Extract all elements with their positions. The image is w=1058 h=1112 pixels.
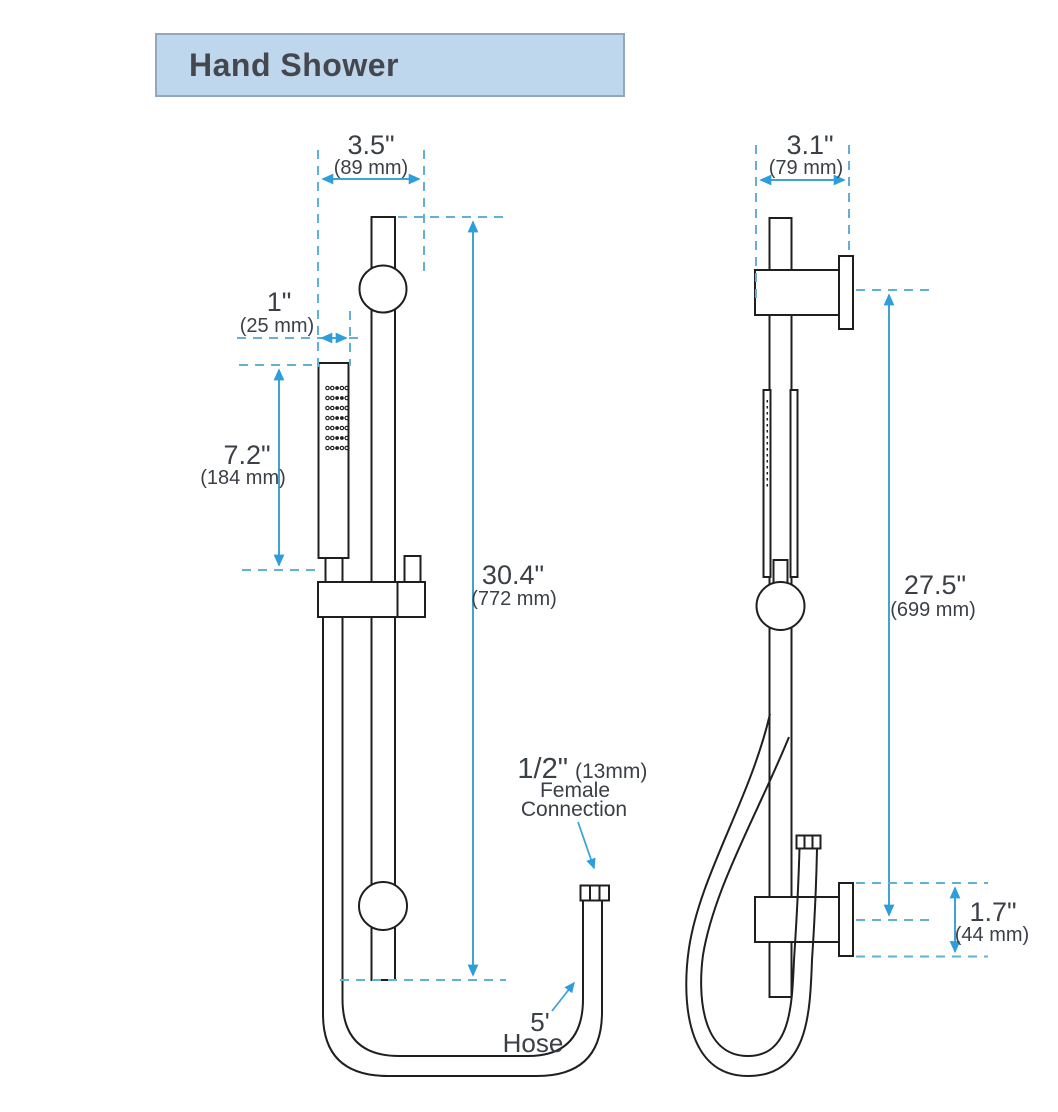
hose-leader-arrow: [551, 981, 575, 1012]
wand-neck: [324, 557, 344, 583]
top-wall-bracket: [754, 269, 840, 316]
dim-label-mm: (699 mm): [890, 599, 976, 621]
connection-mm-label: (13mm): [575, 760, 647, 783]
wand-side-back-strip: [789, 389, 799, 578]
dim-label: 1": [267, 287, 292, 317]
slide-bar-top-mount: [358, 264, 408, 314]
dim-label: 3.5": [347, 130, 394, 160]
connection-label-line2: Female: [540, 779, 610, 802]
dim-label: 7.2": [223, 440, 270, 470]
hose-hex-connector-front: [579, 884, 610, 902]
connection-leader-arrow: [577, 821, 596, 870]
front-view-drawing: [317, 216, 610, 1077]
front-view-dimensions: 3.5" (89 mm) 1" (25 mm) 7.2" (184 mm) 30…: [200, 130, 647, 1058]
hand-shower-wand: [317, 362, 350, 559]
bottom-wall-flange: [838, 882, 854, 957]
title-box: Hand Shower: [155, 33, 625, 97]
side-view-drawing: [685, 217, 854, 1078]
slider-knob-side: [755, 581, 806, 631]
top-wall-flange: [838, 255, 854, 330]
dim-label-mm: (772 mm): [471, 588, 557, 610]
dim-label: 3.1": [786, 130, 833, 160]
spray-face-dots: [325, 385, 350, 451]
connection-size-label: 1/2": [517, 753, 568, 785]
wand-side-front-strip: [762, 389, 772, 578]
slide-bar-bottom-mount: [358, 881, 408, 931]
dim-label: 27.5": [904, 570, 966, 600]
dim-label-mm: (89 mm): [334, 157, 408, 179]
hose-label: Hose: [503, 1028, 564, 1058]
shower-hose-side: [685, 713, 818, 1078]
hose-hex-connector-side: [795, 834, 822, 850]
dim-label-mm: (184 mm): [200, 467, 286, 489]
slider-knob: [403, 555, 422, 583]
wand-neck-side: [772, 559, 789, 584]
slider-bracket: [317, 581, 426, 618]
page-title: Hand Shower: [189, 46, 399, 83]
hose-length-label: 5': [530, 1007, 549, 1037]
dim-label: 1.7": [969, 897, 1016, 927]
dim-label-mm: (25 mm): [240, 315, 314, 337]
dim-label-mm: (79 mm): [769, 157, 843, 179]
connection-label-line3: Connection: [521, 798, 627, 821]
side-view-dimensions: 3.1" (79 mm) 27.5" (699 mm) 1.7" (44 mm): [755, 130, 1029, 958]
dim-label: 30.4": [482, 560, 544, 590]
dim-label-mm: (44 mm): [955, 924, 1029, 946]
shower-hose-front: [322, 617, 603, 1077]
